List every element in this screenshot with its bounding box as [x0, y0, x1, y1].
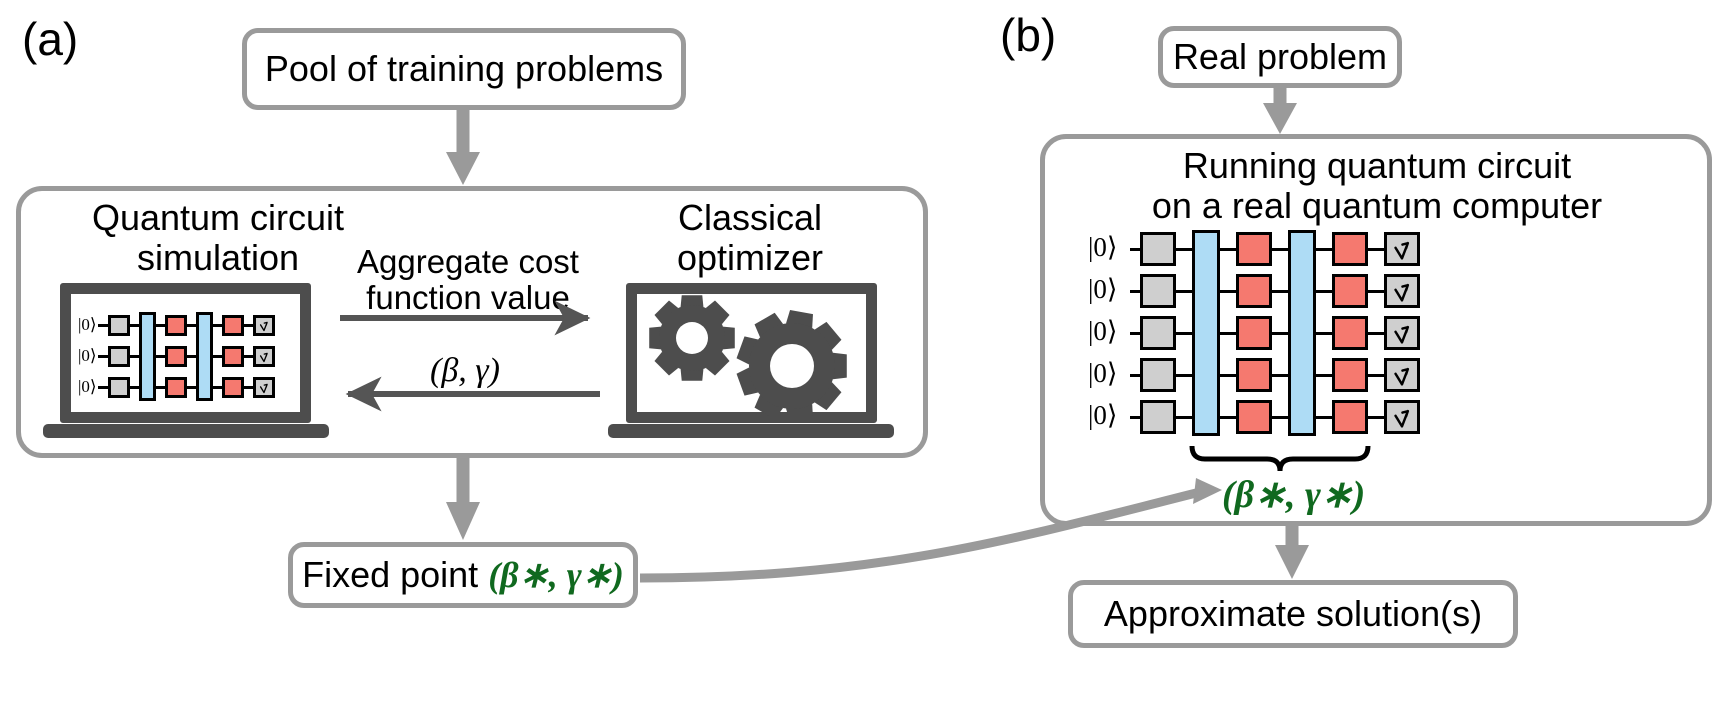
two-gears-icon: [640, 292, 866, 422]
phase-gate: [222, 315, 244, 336]
init-gate: [108, 346, 130, 367]
qubit-ket-label: |0⟩: [78, 314, 97, 334]
measurement-gauge-icon: [253, 315, 275, 336]
laptop-base: [43, 424, 329, 438]
panel-letter-a: (a): [22, 13, 79, 65]
entangling-gate-block: [1288, 230, 1316, 436]
phase-gate: [1236, 232, 1272, 266]
phase-gate: [1236, 316, 1272, 350]
qubit-ket-label: |0⟩: [1088, 231, 1118, 262]
phase-gate: [165, 377, 187, 398]
qubit-wire: [1130, 247, 1420, 251]
measurement-gauge-icon: [1384, 316, 1420, 350]
quantum-circuit-large: |0⟩ |0⟩ |0⟩ |0⟩ |0⟩: [1088, 228, 1420, 438]
qubit-ket-label: |0⟩: [1088, 399, 1118, 430]
gear-icon: [736, 310, 847, 422]
qubit-wire: [1130, 373, 1420, 377]
entangling-gate-block: [196, 312, 213, 401]
quantum-circuit-small: |0⟩ |0⟩ |0⟩: [78, 310, 275, 403]
phase-gate: [222, 346, 244, 367]
approximate-solution-box: Approximate solution(s): [1068, 580, 1518, 648]
fixed-point-params: (β∗, γ∗): [488, 554, 624, 595]
brace-beta-gamma-star-label: (β∗, γ∗): [1222, 474, 1366, 516]
phase-gate: [222, 377, 244, 398]
phase-gate: [1236, 274, 1272, 308]
arrow-circuit-to-solution: [1275, 526, 1309, 579]
fixed-point-box: Fixed point (β∗, γ∗): [288, 542, 638, 608]
classical-optimizer-title: Classical optimizer: [676, 197, 824, 279]
phase-gate: [1332, 316, 1368, 350]
pool-of-training-problems-box: Pool of training problems: [242, 28, 686, 110]
arrow-pool-to-loop: [446, 110, 480, 185]
qubit-wire: [1130, 289, 1420, 293]
fixed-point-prefix: Fixed point: [302, 553, 489, 595]
phase-gate: [1332, 232, 1368, 266]
qubit-ket-label: |0⟩: [1088, 315, 1118, 346]
approximate-solution-label: Approximate solution(s): [1103, 592, 1483, 634]
running-quantum-circuit-title: Running quantum circuit on a real quantu…: [1151, 145, 1603, 227]
measurement-gauge-icon: [1384, 232, 1420, 266]
qubit-ket-label: |0⟩: [78, 345, 97, 365]
entangling-gate-block: [139, 312, 156, 401]
measurement-gauge-icon: [1384, 274, 1420, 308]
qubit-wire: [1130, 331, 1420, 335]
measurement-gauge-icon: [253, 346, 275, 367]
init-gate: [1140, 232, 1176, 266]
phase-gate: [1236, 400, 1272, 434]
init-gate: [108, 315, 130, 336]
arrow-realproblem-to-circuit: [1263, 88, 1297, 134]
fixed-point-label: Fixed point (β∗, γ∗): [302, 553, 624, 595]
aggregate-cost-label: Aggregate cost function value: [357, 243, 579, 317]
init-gate: [108, 377, 130, 398]
qubit-ket-label: |0⟩: [1088, 273, 1118, 304]
phase-gate: [1332, 358, 1368, 392]
phase-gate: [1332, 274, 1368, 308]
panel-letter-b: (b): [1000, 9, 1057, 61]
init-gate: [1140, 316, 1176, 350]
gear-icon: [649, 295, 735, 381]
real-problem-label: Real problem: [1172, 35, 1388, 77]
phase-gate: [1332, 400, 1368, 434]
measurement-gauge-icon: [1384, 358, 1420, 392]
laptop-base: [608, 424, 894, 438]
phase-gate: [1236, 358, 1272, 392]
quantum-circuit-simulation-title: Quantum circuit simulation: [91, 197, 345, 279]
entangling-gate-block: [1192, 230, 1220, 436]
pool-of-training-problems-label: Pool of training problems: [264, 47, 664, 89]
phase-gate: [165, 346, 187, 367]
init-gate: [1140, 358, 1176, 392]
init-gate: [1140, 274, 1176, 308]
init-gate: [1140, 400, 1176, 434]
qubit-ket-label: |0⟩: [78, 376, 97, 396]
measurement-gauge-icon: [253, 377, 275, 398]
real-problem-box: Real problem: [1158, 26, 1402, 88]
qubit-ket-label: |0⟩: [1088, 357, 1118, 388]
measurement-gauge-icon: [1384, 400, 1420, 434]
qubit-wire: [1130, 415, 1420, 419]
arrow-loop-to-fixedpoint: [446, 458, 480, 540]
beta-gamma-label: (β, γ): [430, 352, 500, 389]
phase-gate: [165, 315, 187, 336]
